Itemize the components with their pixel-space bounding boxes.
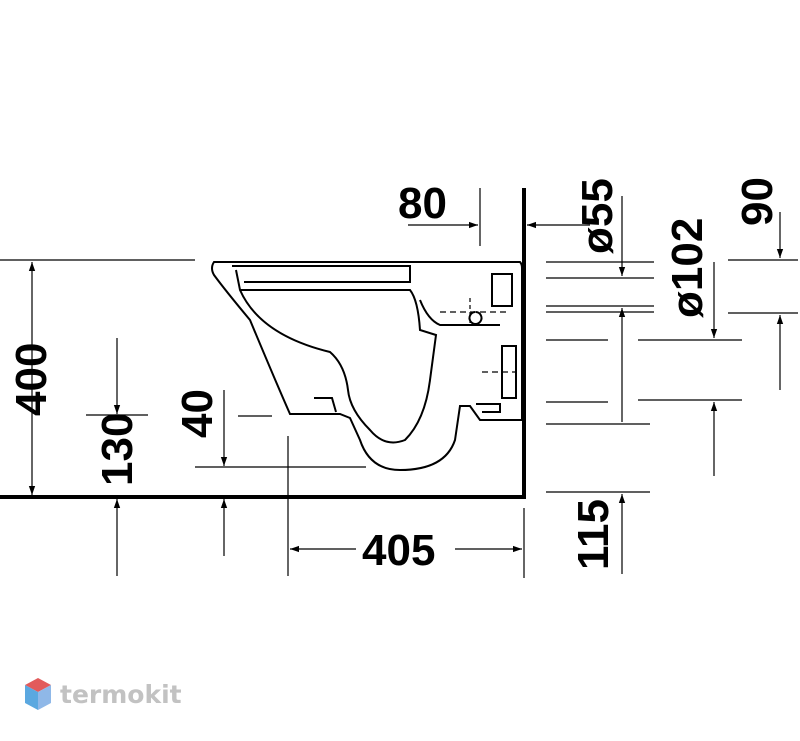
termokit-watermark-text: termokit (60, 680, 182, 709)
wall-and-floor (0, 188, 526, 499)
label-130: 130 (93, 413, 142, 486)
label-dia-55: ø55 (573, 178, 622, 254)
label-405: 405 (362, 526, 435, 575)
label-90: 90 (733, 177, 782, 226)
dimension-arrows (28, 196, 784, 576)
dimension-labels: 80 ø55 ø102 90 400 130 40 405 115 (7, 177, 782, 575)
label-400: 400 (7, 343, 56, 416)
toilet-bowl-outline (211, 261, 523, 472)
extension-lines (0, 188, 798, 578)
label-80: 80 (398, 179, 447, 228)
termokit-watermark: termokit (25, 678, 182, 710)
label-dia-102: ø102 (663, 218, 712, 318)
label-40: 40 (173, 389, 222, 438)
termokit-logo-icon (25, 678, 51, 710)
label-115: 115 (569, 499, 618, 570)
